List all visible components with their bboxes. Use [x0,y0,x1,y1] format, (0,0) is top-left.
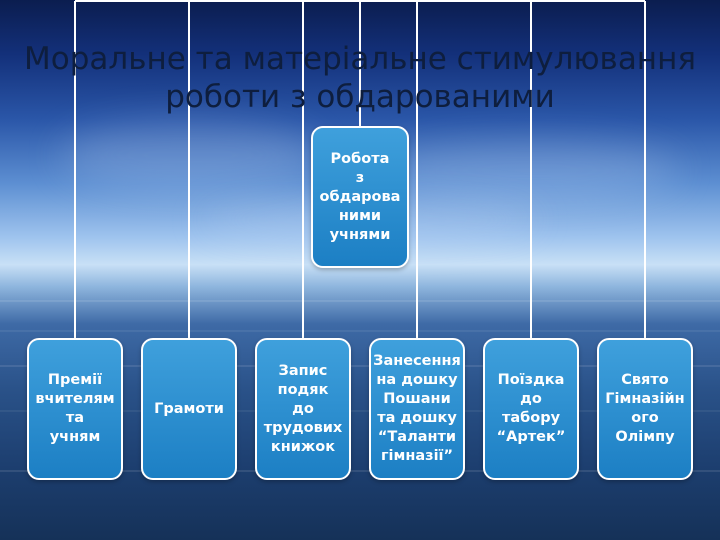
title-line-1: Моральне та матеріальне стимулювання [24,41,696,77]
child-node-sviato: Свято Гімназійн ого Олімпу [597,338,693,480]
sea-wave [0,410,720,412]
child-node-poizdka: Поїздка до табору “Артек” [483,338,579,480]
child-node-gramoty: Грамоти [141,338,237,480]
child-node-premii: Премії вчителям та учням [27,338,123,480]
root-node: Робота з обдарова ними учнями [311,126,409,268]
sea-wave [0,470,720,472]
slide-title: Моральне та матеріальне стимулювання роб… [20,40,700,116]
sea-wave [0,300,720,302]
child-node-zanesennia: Занесення на дошку Пошани та дошку “Тала… [369,338,465,480]
title-line-2: роботи з обдарованими [165,79,555,115]
sea-wave [0,330,720,332]
child-node-zapys: Запис подяк до трудових книжок [255,338,351,480]
sea-wave [0,365,720,367]
